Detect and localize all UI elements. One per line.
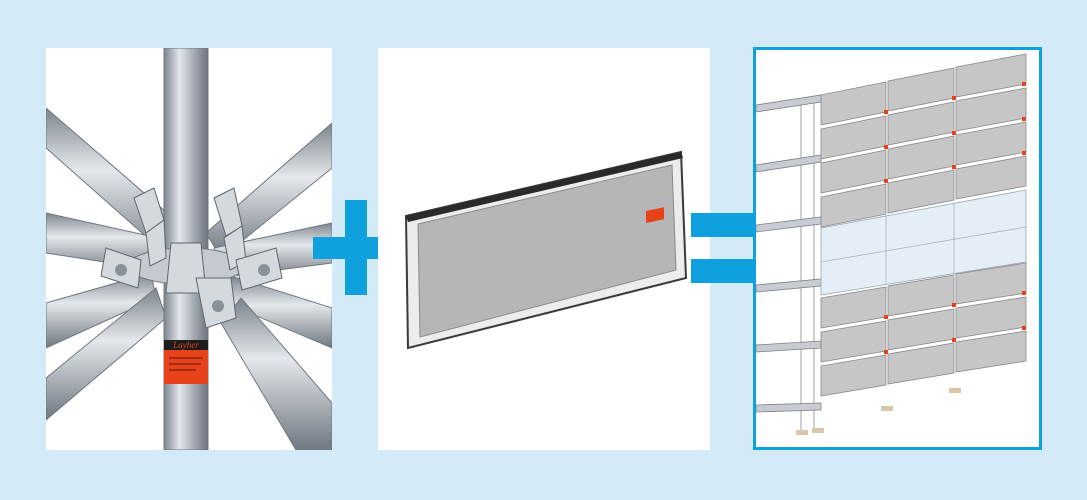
layher-label: Layher: [172, 340, 199, 350]
rosette-node-image: Layher: [46, 48, 332, 450]
scaffold-node-panel: Layher: [46, 48, 332, 450]
plus-sign: [313, 200, 399, 295]
cladding-panel-image: [404, 150, 688, 350]
scaffold-facade-panel: [753, 47, 1042, 450]
cladding-panel-panel: [378, 48, 710, 450]
plus-icon: [313, 200, 399, 295]
panel-label-icon: [646, 207, 664, 224]
clad-scaffold-facade-image: [756, 53, 1027, 435]
